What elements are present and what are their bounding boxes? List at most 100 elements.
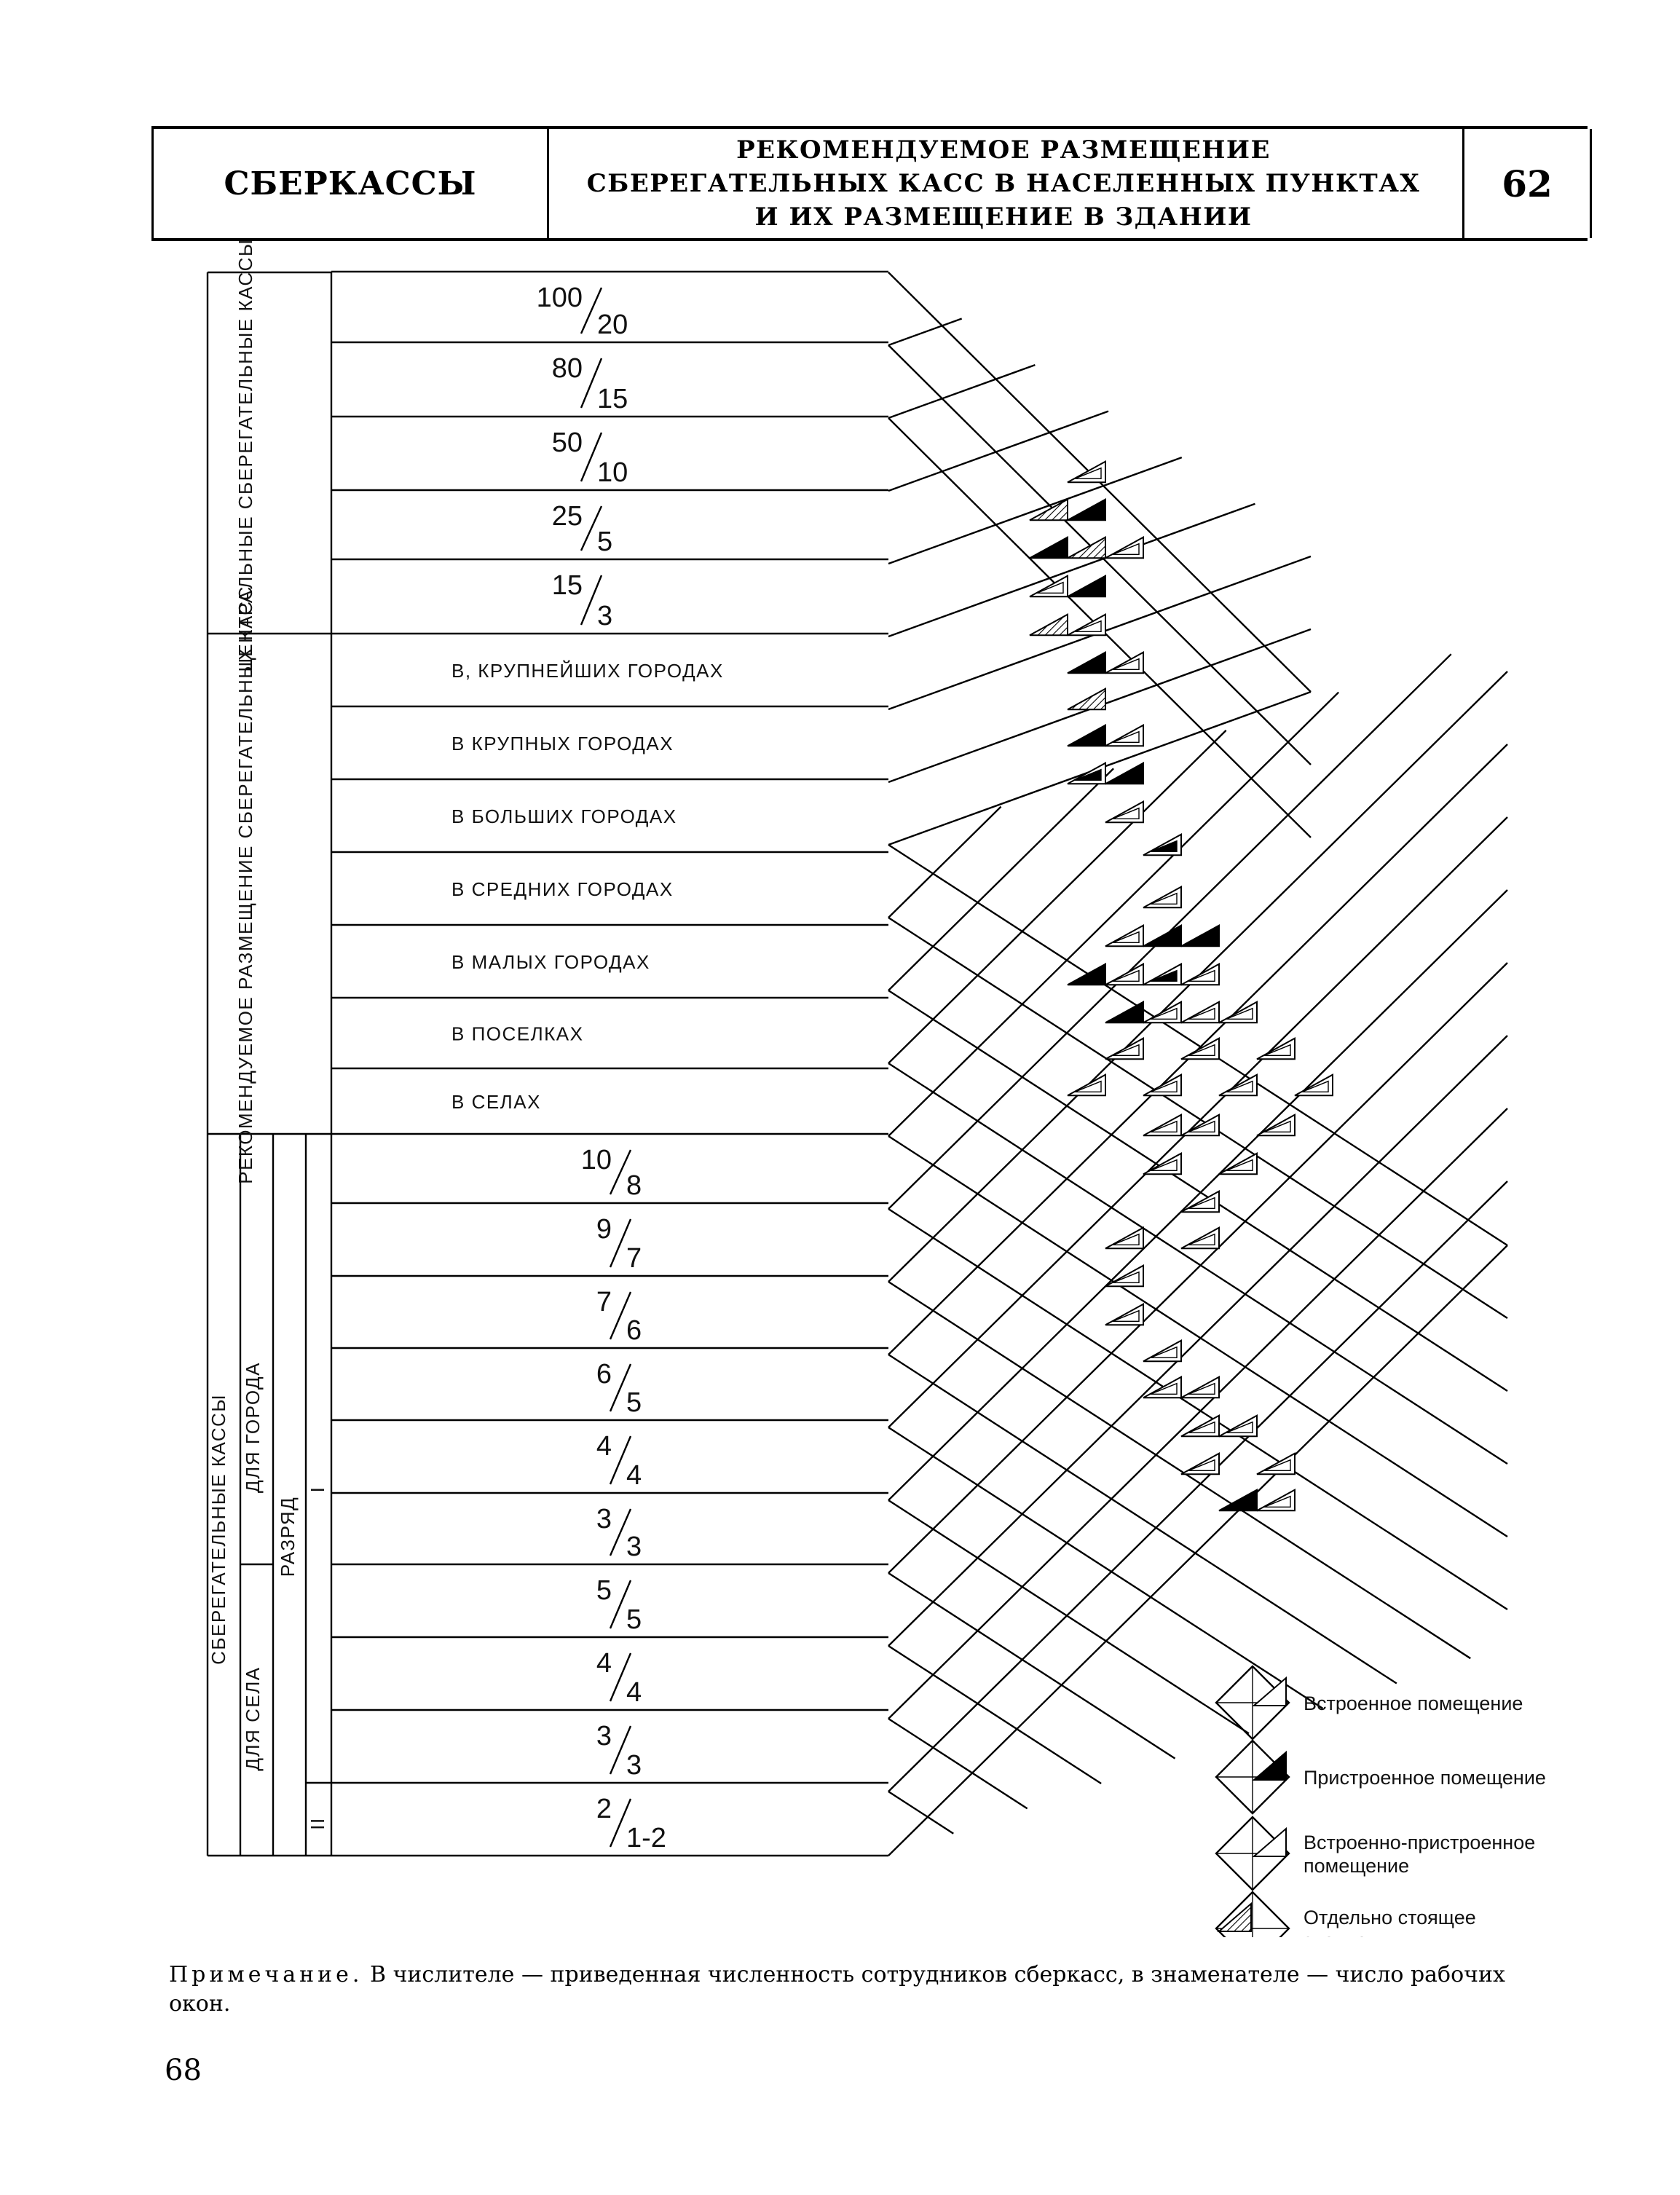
lattice-line: [888, 989, 1508, 1392]
lattice-line: [888, 1108, 1508, 1719]
lattice-line: [888, 805, 1002, 918]
legend-label: Пристроенное помещение: [1304, 1767, 1546, 1789]
placement-symbol-attached: [1067, 651, 1106, 674]
row-denominator: 5: [597, 527, 612, 557]
symbol-inner-triangle: [1112, 1271, 1140, 1284]
category-one-label: I: [307, 1486, 328, 1493]
placement-symbol-built-in: [1218, 1073, 1258, 1097]
symbol-triangle: [1180, 1190, 1220, 1213]
placement-symbol-attached: [1067, 575, 1106, 598]
row-numerator: 5: [596, 1575, 612, 1606]
symbol-triangle: [1105, 924, 1144, 947]
placement-symbol-built-in: [1067, 1073, 1106, 1097]
symbol-inner-triangle: [1150, 1120, 1178, 1133]
row-location-label: В СЕЛАХ: [451, 1091, 541, 1113]
row-numerator: 4: [596, 1431, 612, 1462]
symbol-triangle: [1029, 536, 1068, 559]
symbol-inner-triangle: [1112, 1309, 1140, 1323]
symbol-triangle: [1067, 536, 1106, 559]
placement-symbol-built-in: [1143, 1114, 1182, 1137]
row-numerator: 80: [552, 353, 583, 384]
fraction-slash: [609, 1218, 632, 1268]
legend-label-line: здание: [1304, 1930, 1368, 1937]
symbol-inner-triangle: [1150, 969, 1178, 982]
section-title: СБЕРКАССЫ: [151, 129, 549, 238]
symbol-inner-triangle: [1188, 1382, 1215, 1395]
symbol-triangle: [1256, 1114, 1296, 1137]
symbol-triangle: [1256, 1489, 1296, 1512]
placement-symbol-built-in: [1218, 1001, 1258, 1024]
fraction-slash: [580, 358, 603, 409]
fraction-slash: [609, 1725, 632, 1775]
row-numerator: 10: [581, 1145, 612, 1175]
lattice-line: [888, 1717, 1028, 1810]
lattice-line: [888, 730, 1227, 1064]
symbol-triangle: [1105, 1001, 1144, 1024]
placement-symbol-built-in: [1105, 724, 1144, 747]
symbol-inner-triangle: [1263, 1495, 1291, 1508]
symbol-inner-triangle: [1112, 1044, 1140, 1057]
symbol-triangle: [1029, 613, 1068, 637]
lattice-line: [888, 916, 1508, 1320]
symbol-triangle: [1067, 651, 1106, 674]
placement-symbol-built-in: [1105, 800, 1144, 824]
legend-symbol: [1252, 1676, 1287, 1706]
placement-symbol-attached: [1218, 1489, 1258, 1512]
sheet-title: РЕКОМЕНДУЕМОЕ РАЗМЕЩЕНИЕ СБЕРЕГАТЕЛЬНЫХ …: [545, 129, 1462, 238]
row-numerator: 9: [596, 1214, 612, 1245]
placement-symbol-built-in: [1294, 1073, 1333, 1097]
fraction-slash: [609, 1508, 632, 1556]
symbol-inner-triangle: [1226, 1007, 1253, 1020]
legend-label-line: Встроенно-пристроенное: [1304, 1832, 1535, 1853]
lattice-line: [888, 1207, 1508, 1611]
placement-symbol-built-in: [1180, 1376, 1220, 1399]
symbol-inner-triangle: [1263, 1459, 1291, 1472]
row-denominator: 3: [626, 1750, 642, 1781]
symbol-triangle: [1180, 1414, 1220, 1438]
symbol-inner-triangle: [1188, 1120, 1215, 1133]
sheet-header: СБЕРКАССЫ РЕКОМЕНДУЕМОЕ РАЗМЕЩЕНИЕ СБЕРЕ…: [151, 126, 1592, 241]
symbol-triangle: [1180, 1037, 1220, 1060]
symbol-triangle: [1218, 1489, 1258, 1512]
group-label-for-village: ДЛЯ СЕЛА: [242, 1666, 264, 1770]
placement-symbol-built-in: [1143, 886, 1182, 909]
row-numerator: 15: [552, 570, 583, 601]
placement-symbol-built-in: [1218, 1152, 1258, 1175]
row-denominator: 1-2: [626, 1823, 666, 1853]
lattice-line: [888, 1426, 1324, 1709]
symbol-inner-triangle: [1188, 1233, 1215, 1246]
placement-symbol-built-in: [1067, 613, 1106, 637]
legend-item-attached: Пристроенное помещение: [1215, 1739, 1546, 1815]
legend-item-detached: Отдельно стоящеездание: [1215, 1891, 1476, 1937]
fraction-slash: [580, 505, 603, 551]
sheet-title-line: РЕКОМЕНДУЕМОЕ РАЗМЕЩЕНИЕ: [736, 135, 1271, 165]
symbol-triangle: [1143, 1073, 1182, 1097]
row-denominator: 4: [626, 1460, 642, 1491]
symbol-inner-triangle: [1150, 1382, 1178, 1395]
symbol-triangle: [1105, 1037, 1144, 1060]
placement-symbol-built-in: [1029, 575, 1068, 598]
symbol-triangle: [1029, 575, 1068, 598]
symbol-inner-triangle: [1263, 1120, 1291, 1133]
diamond-grid: [888, 272, 1508, 1856]
symbol-triangle: [1256, 1037, 1296, 1060]
placement-symbol-attached: [1143, 924, 1182, 947]
symbol-inner-triangle: [1301, 1080, 1329, 1093]
lattice-line: [888, 889, 1508, 1501]
symbol-triangle: [1256, 1452, 1296, 1475]
symbol-triangle: [1180, 1376, 1220, 1399]
row-denominator: 6: [626, 1315, 642, 1346]
symbol-triangle: [1143, 1114, 1182, 1137]
symbol-inner-triangle: [1150, 1159, 1178, 1172]
placement-symbol-detached: [1029, 613, 1068, 637]
fraction-slash: [609, 1291, 632, 1340]
symbol-inner-triangle: [1150, 1007, 1178, 1020]
symbol-inner-triangle: [1188, 1459, 1215, 1472]
footnote: Примечание. В числителе — приведенная чи…: [169, 1960, 1567, 2019]
placement-symbol-attached: [1180, 924, 1220, 947]
placement-symbol-built-in: [1256, 1489, 1296, 1512]
symbol-inner-triangle: [1263, 1044, 1291, 1057]
placement-symbol-built-in: [1143, 1152, 1182, 1175]
lattice-line: [888, 962, 1508, 1574]
